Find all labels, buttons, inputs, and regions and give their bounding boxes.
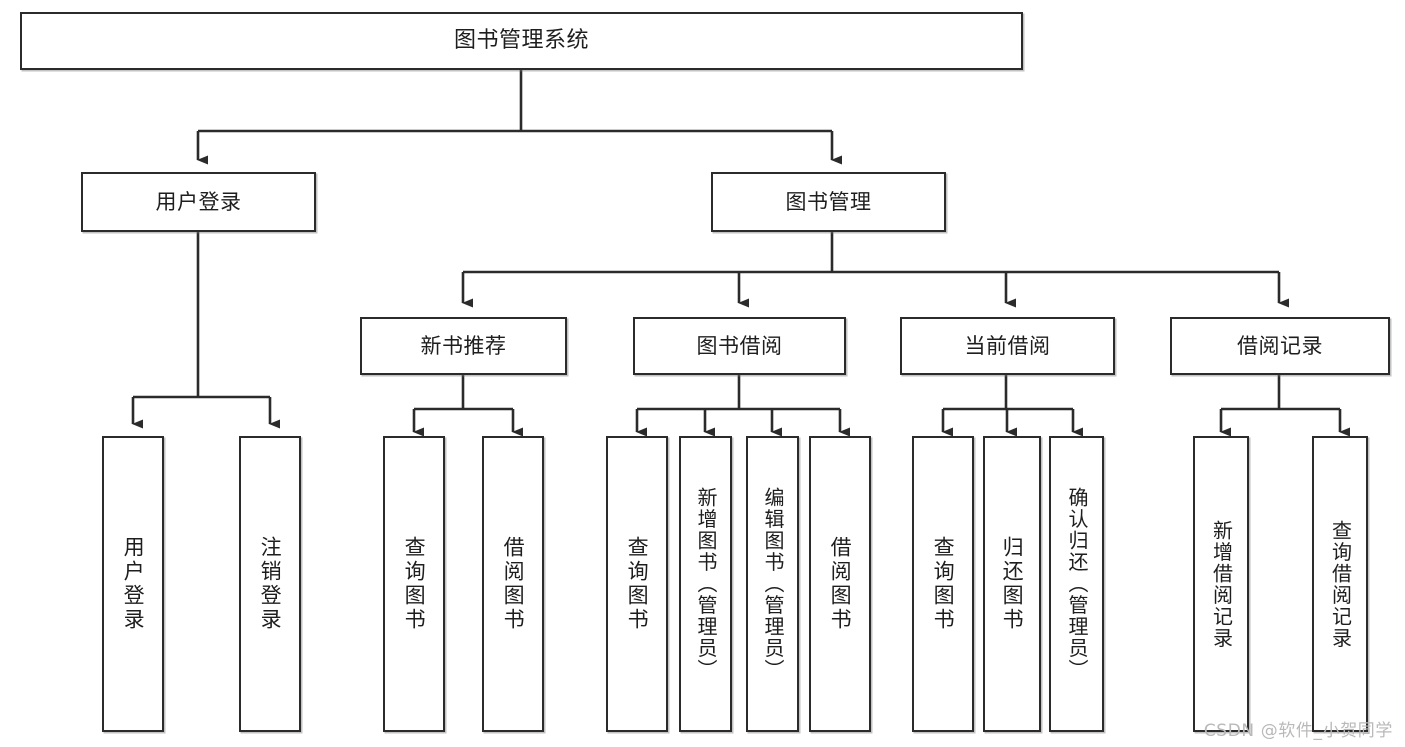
- leaf-query-book-current[interactable]: 查询图书: [912, 436, 974, 732]
- node-label: 查询图书: [625, 536, 650, 632]
- node-label: 借阅图书: [501, 536, 526, 632]
- node-label: 借阅图书: [828, 536, 853, 632]
- node-label: 新增图书（管理员）: [694, 487, 718, 681]
- leaf-add-borrow-record[interactable]: 新增借阅记录: [1193, 436, 1249, 732]
- leaf-return-book[interactable]: 归还图书: [983, 436, 1041, 732]
- node-label: 确认归还（管理员）: [1065, 487, 1089, 681]
- leaf-confirm-return[interactable]: 确认归还（管理员）: [1049, 436, 1104, 732]
- node-borrow-record[interactable]: 借阅记录: [1170, 317, 1390, 375]
- leaf-query-borrow-record[interactable]: 查询借阅记录: [1312, 436, 1368, 732]
- node-label: 图书管理系统: [453, 28, 589, 54]
- leaf-add-book[interactable]: 新增图书（管理员）: [679, 436, 732, 732]
- node-label: 归还图书: [1000, 536, 1025, 632]
- node-label: 图书管理: [785, 189, 872, 214]
- node-root-system[interactable]: 图书管理系统: [20, 12, 1023, 70]
- node-label: 查询图书: [402, 536, 427, 632]
- node-new-book-recommend[interactable]: 新书推荐: [360, 317, 567, 375]
- node-label: 新书推荐: [420, 333, 507, 358]
- node-label: 新增借阅记录: [1209, 519, 1234, 649]
- leaf-borrow-book-borrow[interactable]: 借阅图书: [809, 436, 871, 732]
- node-book-borrow[interactable]: 图书借阅: [633, 317, 846, 375]
- node-current-borrow[interactable]: 当前借阅: [900, 317, 1115, 375]
- node-user-login[interactable]: 用户登录: [81, 172, 316, 232]
- node-book-manage[interactable]: 图书管理: [711, 172, 946, 232]
- node-label: 借阅记录: [1237, 333, 1323, 358]
- node-label: 注销登录: [258, 536, 283, 632]
- leaf-borrow-book-recommend[interactable]: 借阅图书: [482, 436, 544, 732]
- leaf-query-book-borrow[interactable]: 查询图书: [606, 436, 668, 732]
- node-label: 用户登录: [155, 189, 242, 214]
- node-label: 当前借阅: [964, 333, 1051, 358]
- watermark-text: CSDN @软件_小贺同学: [1203, 721, 1393, 741]
- leaf-user-login[interactable]: 用户登录: [102, 436, 164, 732]
- leaf-edit-book[interactable]: 编辑图书（管理员）: [746, 436, 799, 732]
- node-label: 用户登录: [121, 536, 146, 632]
- leaf-logout-login[interactable]: 注销登录: [239, 436, 301, 732]
- node-label: 编辑图书（管理员）: [761, 487, 785, 681]
- node-label: 图书借阅: [696, 333, 783, 358]
- leaf-query-book-recommend[interactable]: 查询图书: [383, 436, 445, 732]
- node-label: 查询借阅记录: [1328, 519, 1353, 649]
- node-label: 查询图书: [931, 536, 956, 632]
